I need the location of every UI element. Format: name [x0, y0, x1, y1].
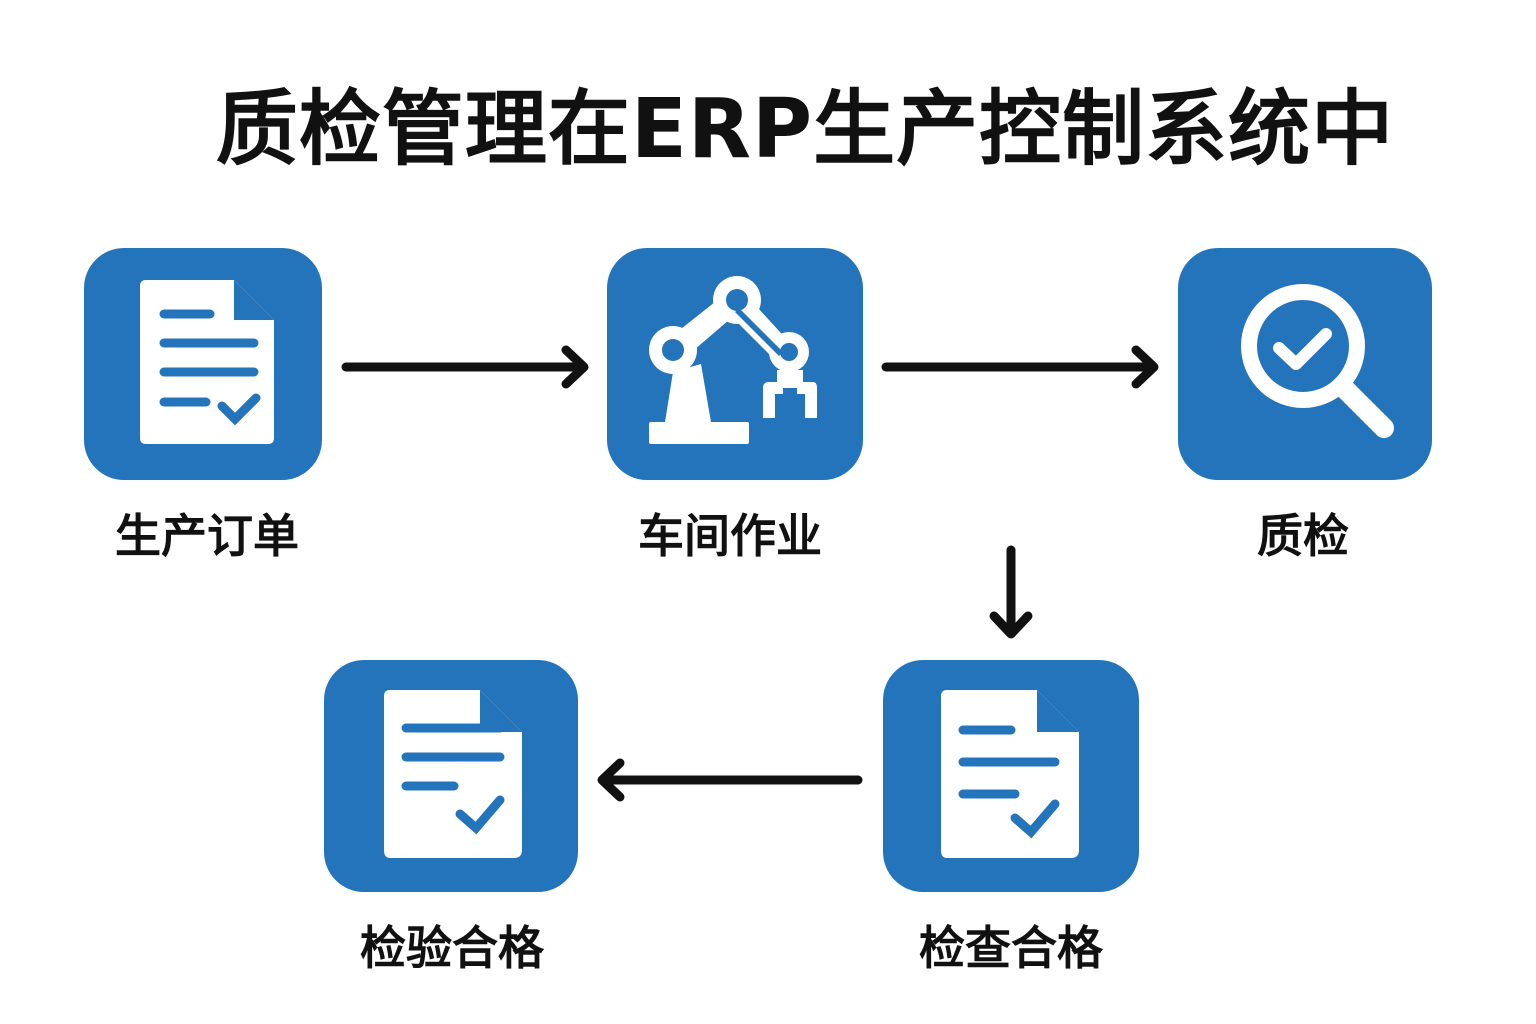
- label-workshop: 车间作业: [638, 509, 822, 563]
- node-inspection-passed: [883, 660, 1139, 892]
- robot-arm-icon: [649, 276, 817, 444]
- node-workshop: [607, 248, 863, 480]
- magnifier-check-icon: [1241, 284, 1394, 438]
- document-check-icon: [384, 690, 522, 858]
- label-inspection-passed: 检查合格: [919, 921, 1103, 975]
- arrow-passed-to-verified: [597, 758, 863, 802]
- document-check-icon: [140, 280, 274, 444]
- diagram-title: 质检管理在ERP生产控制系统中: [215, 82, 1395, 177]
- label-production-order: 生产订单: [115, 509, 299, 563]
- node-verification-passed: [324, 660, 578, 892]
- label-verification-passed: 检验合格: [360, 921, 544, 975]
- label-quality-inspection: 质检: [1257, 509, 1349, 563]
- document-check-icon: [941, 690, 1079, 858]
- node-production-order: [84, 248, 322, 480]
- arrow-inspection-to-passed: [989, 545, 1033, 639]
- node-quality-inspection: [1178, 248, 1432, 480]
- arrow-order-to-workshop: [341, 345, 589, 389]
- arrow-workshop-to-inspection: [881, 345, 1159, 389]
